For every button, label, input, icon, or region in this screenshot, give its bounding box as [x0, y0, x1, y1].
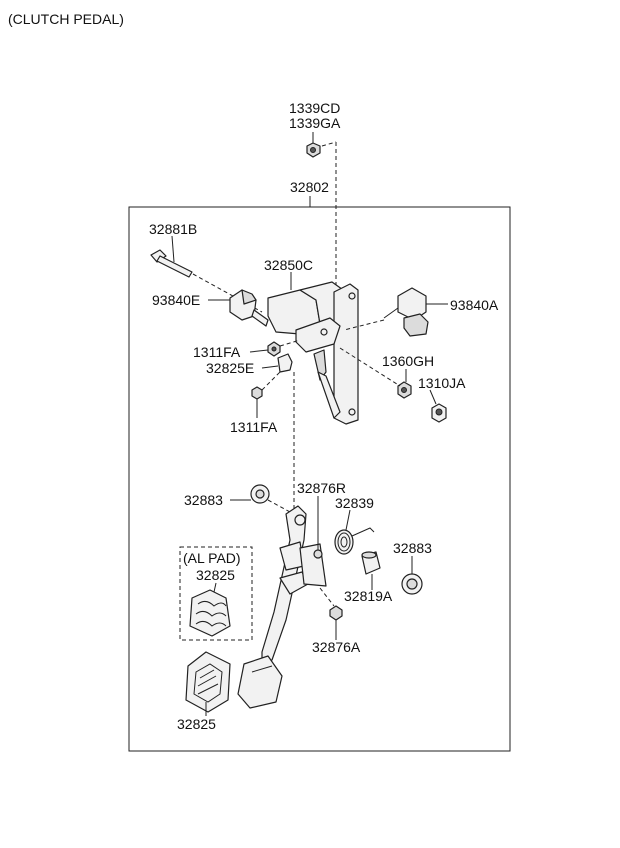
leader-1310JA: [429, 389, 437, 405]
label-32802: 32802: [290, 179, 329, 195]
stopper-32825E: [277, 353, 293, 373]
bushing-32819A: [361, 551, 381, 575]
label-1339CD: 1339CD: [289, 100, 340, 116]
bush-32876A: [329, 605, 343, 621]
assembly-frame: [128, 206, 511, 752]
nut-1311FA-upper: [267, 341, 281, 357]
bushing-32883-left: [250, 484, 270, 504]
bushing-32883-right: [401, 573, 423, 595]
dash-32876A: [319, 587, 335, 607]
bushing-32876R: [313, 549, 323, 559]
bolt-1311FA-lower: [251, 386, 263, 400]
al-pad-box: [179, 546, 253, 641]
label-32883-left: 32883: [184, 492, 223, 508]
leader-32825E: [261, 365, 279, 369]
nut-1310JA: [431, 403, 447, 423]
switch-93840E: [229, 289, 269, 327]
leader-32881B: [171, 235, 175, 263]
label-32876A: 32876A: [312, 639, 361, 655]
label-1310JA: 1310JA: [418, 375, 466, 391]
label-1360GH: 1360GH: [382, 353, 434, 369]
label-1311FA-upper: 1311FA: [193, 344, 241, 360]
spring-32839: [334, 527, 375, 555]
pedal-bracket: [267, 281, 359, 425]
al-pedal-pad: [189, 589, 231, 637]
leader-32839: [345, 509, 351, 531]
top-nut: [306, 142, 321, 158]
switch-93840A: [383, 287, 429, 337]
dash-nut-top: [321, 141, 337, 147]
long-bolt: [150, 249, 193, 278]
dash-1360GH: [339, 347, 401, 387]
diagram-title: (CLUTCH PEDAL): [8, 11, 124, 27]
leader-1311FA-a: [249, 349, 269, 353]
nut-1360GH: [397, 381, 412, 399]
dash-1311FA-a: [279, 339, 301, 347]
label-1339GA: 1339GA: [289, 115, 341, 131]
leader-32825-a: [213, 582, 217, 593]
dash-1311FA-b: [261, 371, 281, 391]
pedal-arm: [237, 505, 327, 709]
label-93840E: 93840E: [152, 292, 200, 308]
label-32825E: 32825E: [206, 360, 254, 376]
label-32825-rubber: 32825: [177, 716, 216, 732]
label-32883-right: 32883: [393, 540, 432, 556]
dash-32883-a: [267, 499, 291, 513]
label-32850C: 32850C: [264, 257, 313, 273]
label-32819A: 32819A: [344, 588, 393, 604]
rubber-pedal-pad: [185, 651, 231, 713]
label-1311FA-lower: 1311FA: [230, 419, 278, 435]
label-93840A: 93840A: [450, 297, 499, 313]
label-32876R: 32876R: [297, 480, 346, 496]
label-32839: 32839: [335, 495, 374, 511]
label-32881B: 32881B: [149, 221, 197, 237]
label-32825-al: 32825: [196, 567, 235, 583]
label-al-pad: (AL PAD): [183, 550, 241, 566]
